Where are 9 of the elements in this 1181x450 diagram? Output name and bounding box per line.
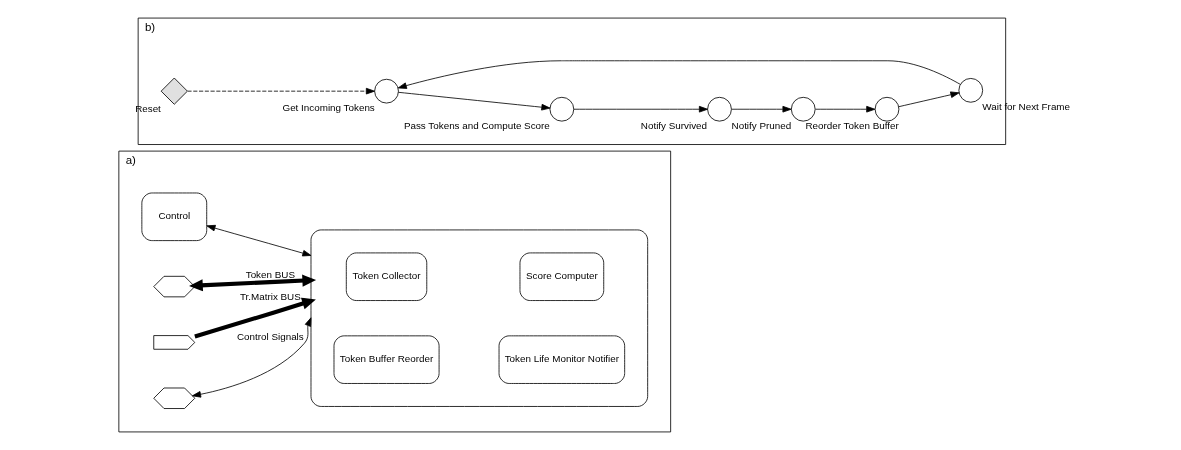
node-label: Notify Pruned [731,120,791,132]
edge-label: Tr.Matrix BUS [239,291,301,303]
node-label: Pass Tokens and Compute Score [403,120,550,132]
node-label: Reset [134,103,161,115]
edge-label: Token BUS [245,269,295,281]
node-label: Get Incoming Tokens [282,101,375,113]
edge-label: Control Signals [236,331,304,343]
node-label: Reorder Token Buffer [805,120,899,132]
node-label: Notify Survived [640,120,707,132]
